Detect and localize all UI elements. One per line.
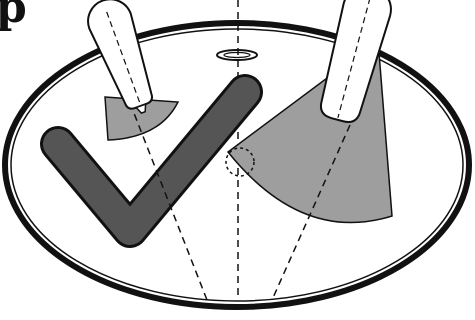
- corner-label: p: [0, 0, 27, 30]
